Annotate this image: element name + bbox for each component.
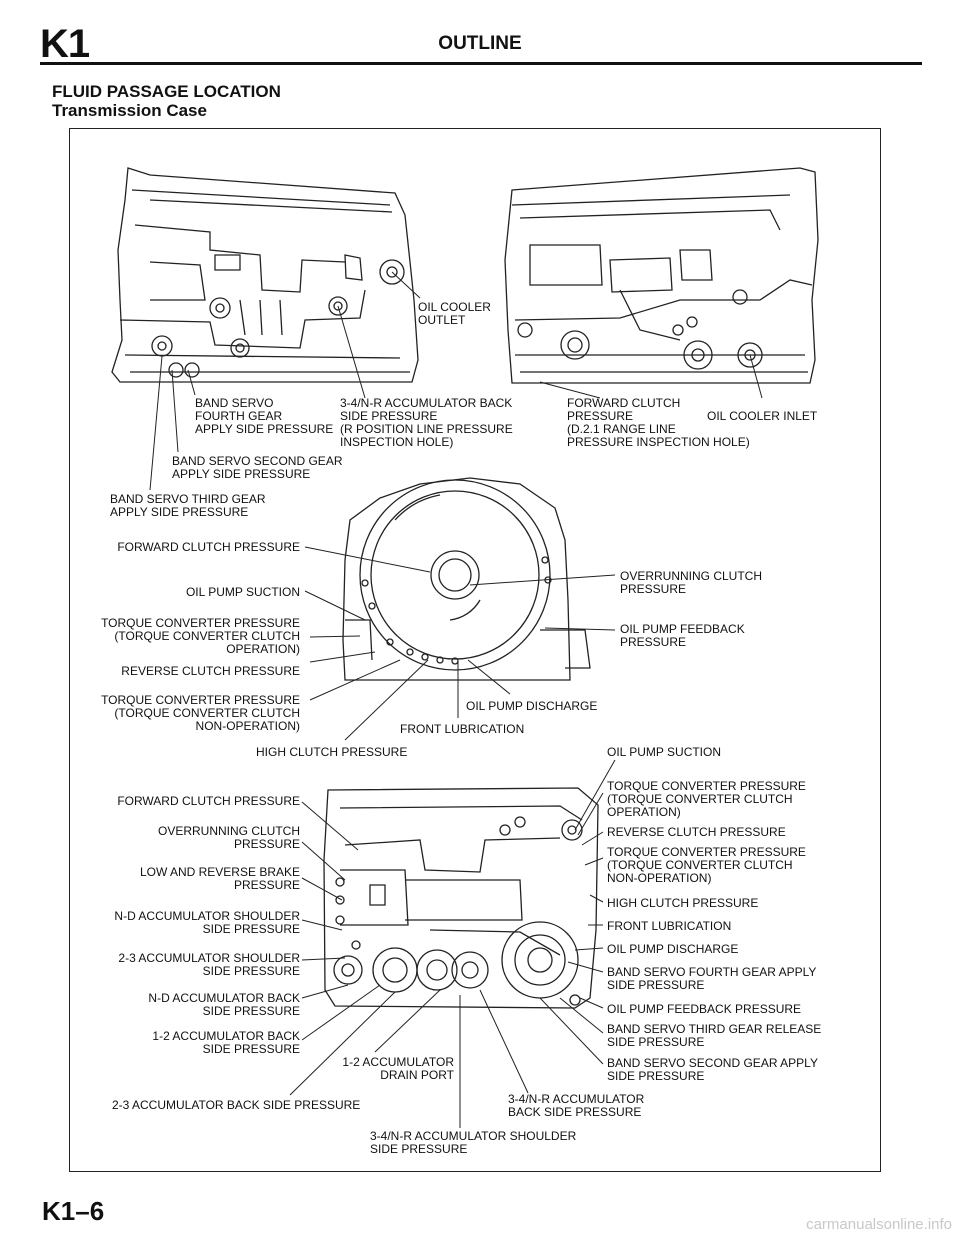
label-nd-shoulder: N-D ACCUMULATOR SHOULDER SIDE PRESSURE: [114, 909, 300, 936]
label-oil-cooler-outlet: OIL COOLER OUTLET: [418, 300, 491, 327]
section-code: K1: [40, 22, 90, 66]
label-front-lubrication-mid: FRONT LUBRICATION: [400, 722, 525, 736]
watermark: carmanualsonline.info: [806, 1216, 952, 1233]
label-band-third-release: BAND SERVO THIRD GEAR RELEASE SIDE PRESS…: [607, 1022, 822, 1049]
label-accum-back-bottom: 3-4/N-R ACCUMULATOR BACK SIDE PRESSURE: [508, 1092, 645, 1119]
label-oil-cooler-inlet: OIL COOLER INLET: [707, 409, 818, 423]
label-nd-back: N-D ACCUMULATOR BACK SIDE PRESSURE: [148, 991, 300, 1018]
label-band-fourth-apply: BAND SERVO FOURTH GEAR APPLY SIDE PRESSU…: [607, 965, 817, 992]
label-tc-non-operation-mid: TORQUE CONVERTER PRESSURE (TORQUE CONVER…: [101, 693, 300, 733]
label-pump-feedback-mid: OIL PUMP FEEDBACK PRESSURE: [620, 622, 745, 649]
case-view-left: [112, 168, 418, 382]
label-high-clutch-bottom: HIGH CLUTCH PRESSURE: [607, 896, 759, 910]
label-accum-back: 3-4/N-R ACCUMULATOR BACK SIDE PRESSURE (…: [340, 396, 513, 449]
label-pump-feedback-bottom: OIL PUMP FEEDBACK PRESSURE: [607, 1002, 802, 1016]
label-forward-clutch-mid: FORWARD CLUTCH PRESSURE: [117, 540, 300, 554]
label-low-reverse: LOW AND REVERSE BRAKE PRESSURE: [139, 865, 300, 892]
label-band-servo-fourth: BAND SERVO FOURTH GEAR APPLY SIDE PRESSU…: [195, 396, 334, 436]
label-pump-discharge-bottom: OIL PUMP DISCHARGE: [607, 942, 739, 956]
label-oil-pump-suction-bottom: OIL PUMP SUCTION: [607, 745, 722, 759]
bottom-view: [324, 788, 598, 1008]
label-23-shoulder: 2-3 ACCUMULATOR SHOULDER SIDE PRESSURE: [118, 951, 300, 978]
case-view-right: [505, 168, 818, 383]
label-reverse-clutch-bottom: REVERSE CLUTCH PRESSURE: [607, 825, 786, 839]
label-12-back: 1-2 ACCUMULATOR BACK SIDE PRESSURE: [152, 1029, 300, 1056]
section-subheading: Transmission Case: [52, 101, 207, 120]
label-23-back: 2-3 ACCUMULATOR BACK SIDE PRESSURE: [112, 1098, 361, 1112]
label-band-servo-third: BAND SERVO THIRD GEAR APPLY SIDE PRESSUR…: [110, 492, 266, 519]
label-forward-clutch-top: FORWARD CLUTCH PRESSURE (D.2.1 RANGE LIN…: [567, 396, 750, 449]
label-high-clutch-mid: HIGH CLUTCH PRESSURE: [256, 745, 408, 759]
label-reverse-clutch-mid: REVERSE CLUTCH PRESSURE: [121, 664, 300, 678]
label-overrunning-mid: OVERRUNNING CLUTCH PRESSURE: [620, 569, 763, 596]
label-oil-pump-suction-mid: OIL PUMP SUCTION: [185, 585, 300, 599]
header-rule: [40, 62, 922, 65]
label-forward-clutch-bottom: FORWARD CLUTCH PRESSURE: [117, 794, 300, 808]
front-view: [343, 478, 590, 680]
label-front-lubrication-bottom: FRONT LUBRICATION: [607, 919, 732, 933]
label-accum-shoulder-bottom: 3-4/N-R ACCUMULATOR SHOULDER SIDE PRESSU…: [370, 1129, 577, 1156]
label-band-servo-second: BAND SERVO SECOND GEAR APPLY SIDE PRESSU…: [172, 454, 343, 481]
page-title: OUTLINE: [438, 33, 522, 54]
label-band-second-apply: BAND SERVO SECOND GEAR APPLY SIDE PRESSU…: [607, 1056, 818, 1083]
figure-frame: [69, 128, 881, 1172]
label-12-drain: 1-2 ACCUMULATOR DRAIN PORT: [342, 1055, 454, 1082]
label-tc-operation-bottom: TORQUE CONVERTER PRESSURE (TORQUE CONVER…: [607, 779, 806, 819]
label-overrunning-bottom: OVERRUNNING CLUTCH PRESSURE: [157, 824, 300, 851]
leader-lines: [150, 272, 762, 1128]
page-number: K1–6: [42, 1196, 105, 1226]
label-tc-operation-mid: TORQUE CONVERTER PRESSURE (TORQUE CONVER…: [101, 616, 300, 656]
section-heading: FLUID PASSAGE LOCATION: [52, 82, 281, 101]
label-pump-discharge-mid: OIL PUMP DISCHARGE: [466, 699, 598, 713]
label-tc-non-operation-bottom: TORQUE CONVERTER PRESSURE (TORQUE CONVER…: [607, 845, 806, 885]
